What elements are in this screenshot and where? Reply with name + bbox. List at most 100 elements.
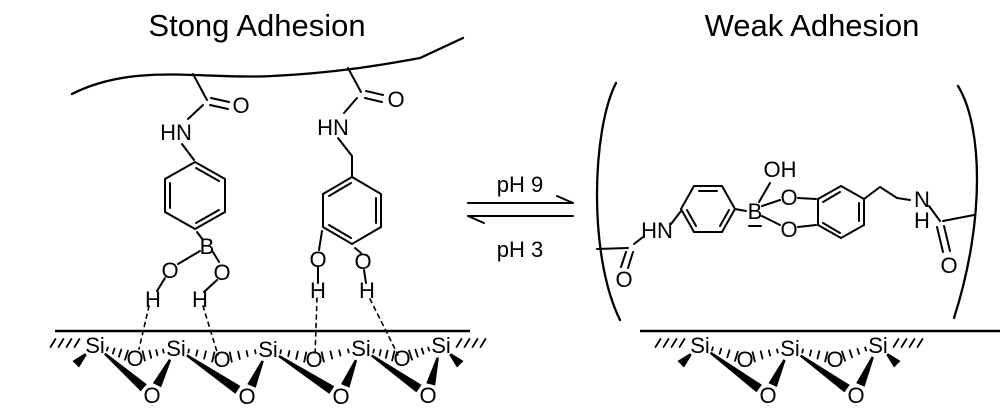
surface-o-bottom-label: O	[847, 383, 864, 408]
benzene-ring-2	[322, 175, 382, 246]
double-bond-line	[210, 97, 230, 103]
bond-line	[761, 215, 781, 226]
bond-line	[156, 277, 166, 292]
hashed-bond-tick	[751, 351, 756, 363]
surface-si-label: Si	[351, 336, 371, 361]
hashed-bond-tick	[801, 348, 804, 354]
hashed-bond-tick	[118, 348, 123, 358]
double-bond-line	[209, 104, 229, 110]
aromatic-inner-line	[328, 182, 352, 197]
title-strong-adhesion: Stong Adhesion	[148, 8, 365, 43]
surface-o-bridge-label: O	[213, 347, 230, 372]
surface-si-label: Si	[690, 333, 710, 358]
bond-line	[928, 205, 941, 222]
boronic-o-right: O	[213, 260, 230, 285]
hashed-bond-tick	[237, 350, 241, 360]
catechol-o-right: O	[354, 249, 371, 274]
hashed-bond-tick	[384, 349, 389, 359]
hashed-bond-tick	[824, 351, 829, 363]
hashed-bond-tick	[378, 349, 382, 357]
polymer-bracket-right	[952, 84, 979, 320]
hydrogen-bond-line	[138, 305, 150, 350]
lattice-continuation-tick	[908, 338, 916, 348]
bond-line	[203, 279, 218, 293]
hashed-bond-tick	[391, 350, 396, 362]
catechol-h-right: H	[359, 278, 375, 303]
hashed-bond-tick	[864, 346, 868, 352]
right-molecule-bonds	[596, 182, 975, 269]
surface-si-label: Si	[780, 336, 800, 361]
hashed-bond-tick	[211, 351, 216, 363]
lattice-continuation-tick	[678, 338, 686, 348]
bond-line	[758, 182, 771, 203]
polymer-backbone-curve	[70, 36, 465, 96]
hashed-bond-tick	[187, 348, 190, 354]
hashed-bond-tick	[141, 350, 146, 362]
bond-line	[347, 67, 362, 93]
bond-line	[797, 197, 817, 200]
aromatic-inner-line	[195, 167, 220, 182]
bond-line	[363, 269, 367, 284]
lattice-continuation-tick	[471, 338, 479, 348]
bond-line	[797, 224, 817, 228]
bond-line	[337, 137, 353, 157]
wedge-bond	[856, 356, 874, 387]
wedge-bond	[709, 351, 762, 393]
wedge-bond	[152, 359, 172, 388]
hydrogen-bond-line	[314, 297, 318, 357]
surface-o-bottom-label: O	[238, 384, 255, 409]
surface-si-label: Si	[868, 333, 888, 358]
bond-line	[192, 73, 208, 101]
lattice-continuation-tick	[479, 338, 487, 348]
amide1-hn: HN	[160, 120, 192, 145]
benzene-ring-4	[817, 184, 865, 240]
bond-line	[181, 143, 195, 161]
bond-line	[354, 247, 362, 254]
boronate-o-bottom: O	[780, 217, 797, 242]
aromatic-inner-line	[822, 222, 841, 234]
forward-arrow-barb	[556, 195, 574, 204]
reverse-arrow-barb	[467, 215, 485, 224]
surface-o-bottom-label: O	[419, 383, 436, 408]
double-bond-line	[620, 251, 627, 268]
hashed-bond-tick	[408, 349, 413, 361]
bond-line	[734, 208, 747, 212]
lattice-continuation-tick	[654, 338, 662, 348]
hashed-bond-tick	[711, 346, 714, 352]
bond-line	[196, 231, 204, 241]
surface-o-bottom-label: O	[759, 383, 776, 408]
double-bond-line	[943, 225, 951, 252]
bond-line	[761, 199, 781, 207]
wedge-bond	[426, 357, 439, 386]
hashed-bond-tick	[816, 350, 821, 360]
hashed-bond-tick	[372, 348, 375, 354]
wedge-bond	[768, 359, 786, 387]
lattice-continuation-tick	[900, 338, 908, 348]
surface-o-bridge-label: O	[393, 346, 410, 371]
left-polymer-chain	[70, 36, 465, 96]
aromatic-inner-line	[719, 209, 730, 227]
aromatic-inner-line	[822, 191, 841, 203]
hashed-bond-tick	[303, 351, 308, 363]
hashed-bond-tick	[848, 349, 853, 359]
wedge-bond	[104, 352, 147, 392]
wedge-bond	[886, 353, 901, 368]
boronate-o-top: O	[780, 185, 797, 210]
hashed-bond-tick	[718, 347, 723, 355]
boronic-h-left: H	[145, 287, 161, 312]
benzene-ring-1	[164, 160, 226, 231]
hashed-bond-tick	[203, 350, 207, 360]
hashed-bond-tick	[295, 350, 299, 360]
lattice-continuation-tick	[916, 338, 924, 348]
hashed-bond-tick	[776, 348, 779, 354]
hashed-bond-tick	[254, 349, 257, 355]
hashed-bond-tick	[329, 350, 334, 360]
surface-o-bottom-label: O	[332, 384, 349, 409]
double-bond-line	[936, 226, 944, 253]
r-amide-left-hn: HN	[641, 218, 673, 243]
wedge-bond	[799, 354, 850, 393]
surface-o-bridge-label: O	[126, 346, 143, 371]
double-bond-line	[364, 97, 383, 103]
